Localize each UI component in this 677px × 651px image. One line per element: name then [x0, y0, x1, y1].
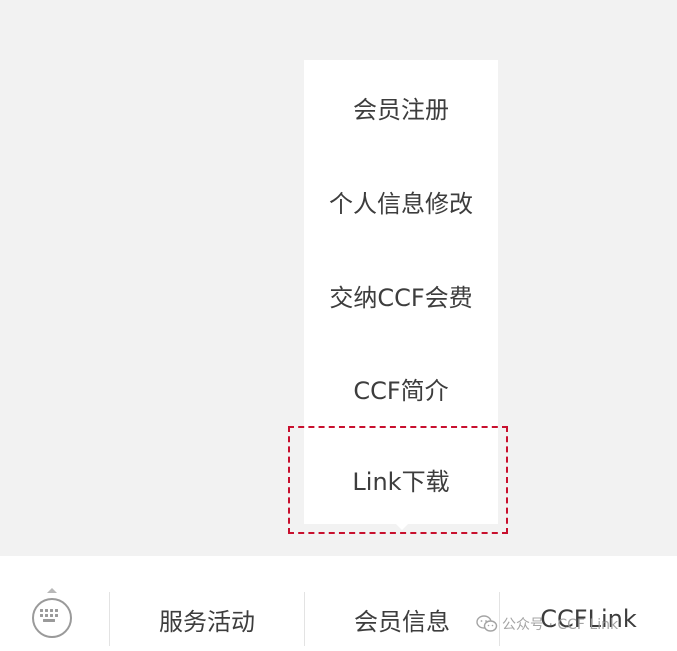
- tab-label: CCFLink: [540, 605, 637, 633]
- menu-item-label: Link下载: [352, 467, 450, 496]
- tab-divider: [304, 592, 305, 646]
- menu-item-member-registration[interactable]: 会员注册: [304, 60, 498, 154]
- tab-service-activities[interactable]: 服务活动: [110, 592, 304, 646]
- menu-item-label: 个人信息修改: [329, 189, 473, 218]
- popup-pointer-arrow: [394, 522, 410, 530]
- tab-label: 会员信息: [354, 607, 450, 636]
- menu-item-label: 交纳CCF会费: [329, 283, 473, 312]
- tab-label: 服务活动: [159, 607, 255, 636]
- caret-up-icon: [47, 588, 57, 593]
- keyboard-icon: [32, 598, 72, 638]
- tab-ccflink[interactable]: CCFLink: [500, 592, 677, 646]
- menu-item-label: 会员注册: [353, 95, 449, 124]
- keyboard-keys-icon: [40, 609, 58, 622]
- menu-item-ccf-intro[interactable]: CCF简介: [304, 341, 498, 435]
- bottom-menu-bar: 服务活动 会员信息 CCFLink 公众号 · CCF Link: [0, 556, 677, 651]
- menu-item-link-download[interactable]: Link下载: [304, 432, 498, 526]
- tab-divider: [109, 592, 110, 646]
- menu-item-pay-dues[interactable]: 交纳CCF会费: [304, 248, 498, 342]
- menu-item-profile-edit[interactable]: 个人信息修改: [304, 154, 498, 248]
- tab-member-info[interactable]: 会员信息: [305, 592, 499, 646]
- menu-item-label: CCF简介: [353, 376, 449, 405]
- keyboard-toggle-button[interactable]: [30, 588, 74, 640]
- tab-divider: [499, 592, 500, 646]
- submenu-popup: 会员注册 个人信息修改 交纳CCF会费 CCF简介 Link下载: [304, 60, 498, 524]
